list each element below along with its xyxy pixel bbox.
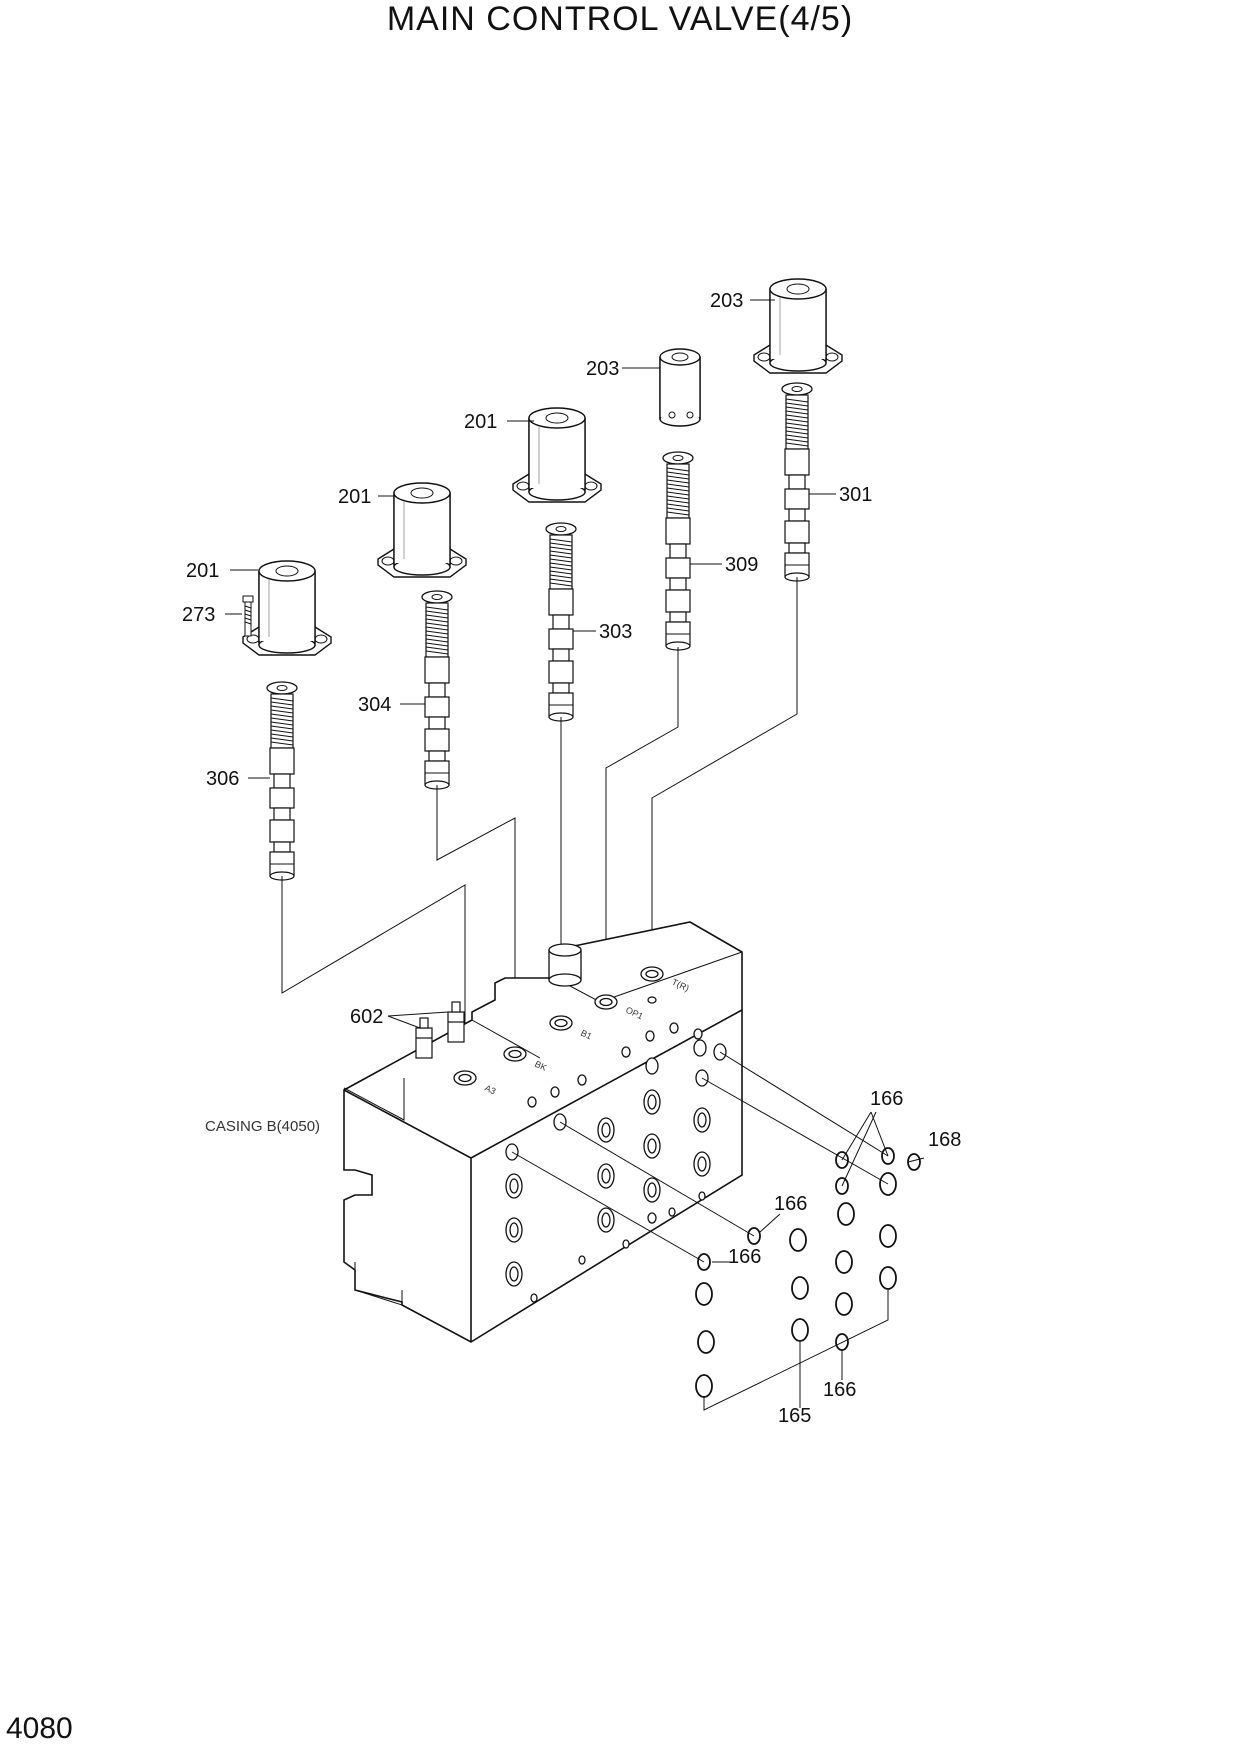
spool-301 xyxy=(781,382,813,582)
label-201-c: 201 xyxy=(464,411,497,433)
label-309: 309 xyxy=(725,554,758,576)
leader-lines xyxy=(225,299,925,1411)
o-rings xyxy=(695,1147,921,1398)
label-602: 602 xyxy=(350,1006,383,1028)
label-201-a: 201 xyxy=(186,560,219,582)
spool-306 xyxy=(266,681,298,881)
svg-text:A3: A3 xyxy=(483,1083,497,1097)
assembly-guide-lines xyxy=(281,577,798,1078)
label-166-d: 166 xyxy=(823,1379,856,1401)
label-203-a: 203 xyxy=(586,358,619,380)
label-273: 273 xyxy=(182,604,215,626)
label-306: 306 xyxy=(206,768,239,790)
front-face-ports xyxy=(505,1022,727,1303)
top-ports xyxy=(453,966,664,1086)
page-number: 4080 xyxy=(6,1712,73,1745)
bolt-273 xyxy=(242,595,254,637)
solenoid-valve-201b xyxy=(377,482,467,578)
part-number-labels: 201 201 201 203 203 273 306 304 303 309 … xyxy=(182,290,961,1427)
label-165: 165 xyxy=(778,1405,811,1427)
solenoid-valve-201a xyxy=(242,560,332,656)
spool-303 xyxy=(545,522,577,722)
label-304: 304 xyxy=(358,694,391,716)
svg-text:BK: BK xyxy=(533,1059,548,1073)
solenoid-valve-201c xyxy=(512,407,602,503)
relief-cap xyxy=(548,943,582,987)
label-301: 301 xyxy=(839,484,872,506)
page-title: MAIN CONTROL VALVE(4/5) xyxy=(386,0,854,38)
bolt-602-pair xyxy=(415,1001,465,1059)
solenoid-valve-203b xyxy=(753,278,843,374)
label-303: 303 xyxy=(599,621,632,643)
label-166-c: 166 xyxy=(728,1246,761,1268)
label-166-a: 166 xyxy=(870,1088,903,1110)
label-168: 168 xyxy=(928,1129,961,1151)
casing-reference-label: CASING B(4050) xyxy=(205,1118,320,1135)
svg-text:B1: B1 xyxy=(579,1028,593,1042)
label-201-b: 201 xyxy=(338,486,371,508)
label-203-b: 203 xyxy=(710,290,743,312)
label-166-b: 166 xyxy=(774,1193,807,1215)
solenoid-valve-203a xyxy=(659,348,701,427)
spool-309 xyxy=(662,451,694,651)
spool-304 xyxy=(421,590,453,790)
